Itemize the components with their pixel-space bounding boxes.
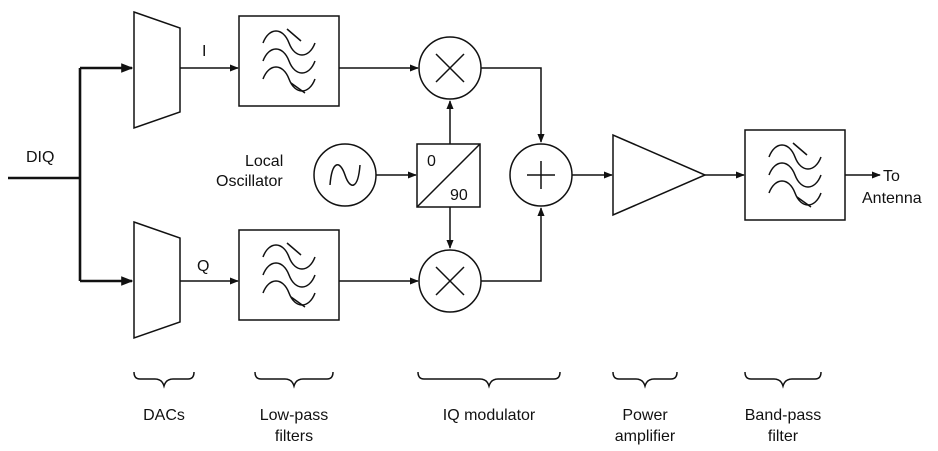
- splitter-label-90: 90: [450, 187, 468, 204]
- stage-label-iq-modulator: IQ modulator: [443, 407, 536, 424]
- stage-label-lowpass-line2: filters: [275, 428, 313, 445]
- local-oscillator: [313, 143, 377, 207]
- stage-label-lowpass-line1: Low-pass: [260, 407, 328, 424]
- brace-iq-modulator: [417, 371, 561, 389]
- q-label: Q: [197, 258, 209, 275]
- brace-bandpass: [744, 371, 822, 389]
- i-label: I: [202, 43, 206, 60]
- brace-dacs: [133, 371, 195, 389]
- brace-lowpass: [254, 371, 334, 389]
- output-label-line1: To: [883, 168, 900, 185]
- stage-label-bandpass-line2: filter: [768, 428, 799, 445]
- lowpass-filter-i: [238, 15, 340, 107]
- mixer-i-to-summer-arrow: [481, 67, 545, 143]
- stage-label-power-amplifier-line2: amplifier: [615, 428, 676, 445]
- power-amplifier-triangle: [612, 133, 707, 217]
- splitter-label-0: 0: [427, 153, 436, 170]
- diq-label: DIQ: [26, 149, 54, 166]
- bandpass-filter: [744, 129, 846, 221]
- filter-symbol-icon: [262, 242, 316, 308]
- mixer-i: [418, 36, 482, 100]
- local-oscillator-label-line1: Local: [245, 153, 283, 170]
- local-oscillator-label-line2: Oscillator: [216, 173, 283, 190]
- mixer-q: [418, 249, 482, 313]
- splitter-diagonal: [416, 143, 481, 208]
- dac-i: [133, 10, 181, 130]
- output-label-line2: Antenna: [862, 190, 922, 207]
- lowpass-filter-q: [238, 229, 340, 321]
- summer: [509, 143, 573, 207]
- sine-wave-icon: [329, 164, 361, 186]
- filter-symbol-icon: [768, 142, 822, 208]
- filter-symbol-icon: [262, 28, 316, 94]
- brace-power-amplifier: [612, 371, 678, 389]
- stage-label-dacs: DACs: [143, 407, 185, 424]
- dac-q: [133, 220, 181, 340]
- phase-splitter: 0 90: [416, 143, 481, 208]
- stage-label-bandpass-line1: Band-pass: [745, 407, 822, 424]
- stage-label-power-amplifier-line1: Power: [622, 407, 668, 424]
- mixer-q-to-summer-arrow: [481, 207, 545, 282]
